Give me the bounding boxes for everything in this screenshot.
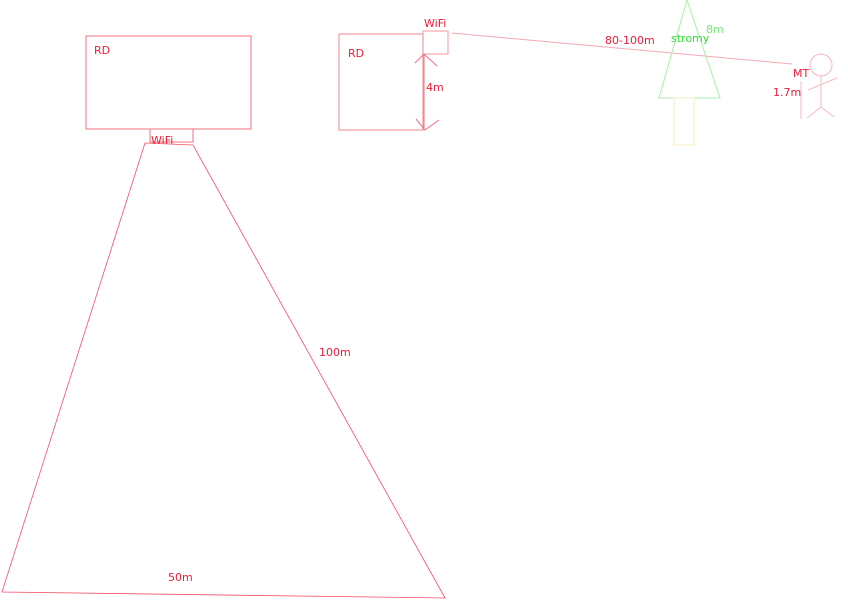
wifi-box xyxy=(149,128,194,143)
house-rect xyxy=(85,35,252,130)
house-label: RD xyxy=(348,47,364,60)
base-length-label: 50m xyxy=(168,571,193,584)
side-length-label: 100m xyxy=(319,346,351,359)
right-sketch: RD WiFi 4m 80-100m stromy 8m MT 1.7m xyxy=(338,0,838,146)
coverage-triangle xyxy=(1,142,446,599)
left-sketch: RD WiFi 100m 50m xyxy=(1,35,446,599)
wifi-label: WiFi xyxy=(151,134,173,147)
person-label: MT xyxy=(793,67,809,80)
tree-icon xyxy=(658,0,721,146)
house-label: RD xyxy=(94,44,110,57)
tree-height-label: 8m xyxy=(706,23,724,36)
wifi-label: WiFi xyxy=(424,17,446,30)
distance-label: 80-100m xyxy=(605,34,655,47)
house-rect xyxy=(338,33,424,131)
link-line xyxy=(451,32,793,65)
height-label: 4m xyxy=(426,81,444,94)
trees-label: stromy xyxy=(671,32,710,45)
person-icon xyxy=(800,53,838,119)
person-height-label: 1.7m xyxy=(773,86,801,99)
height-arrow xyxy=(414,53,440,131)
wifi-box xyxy=(422,30,449,55)
